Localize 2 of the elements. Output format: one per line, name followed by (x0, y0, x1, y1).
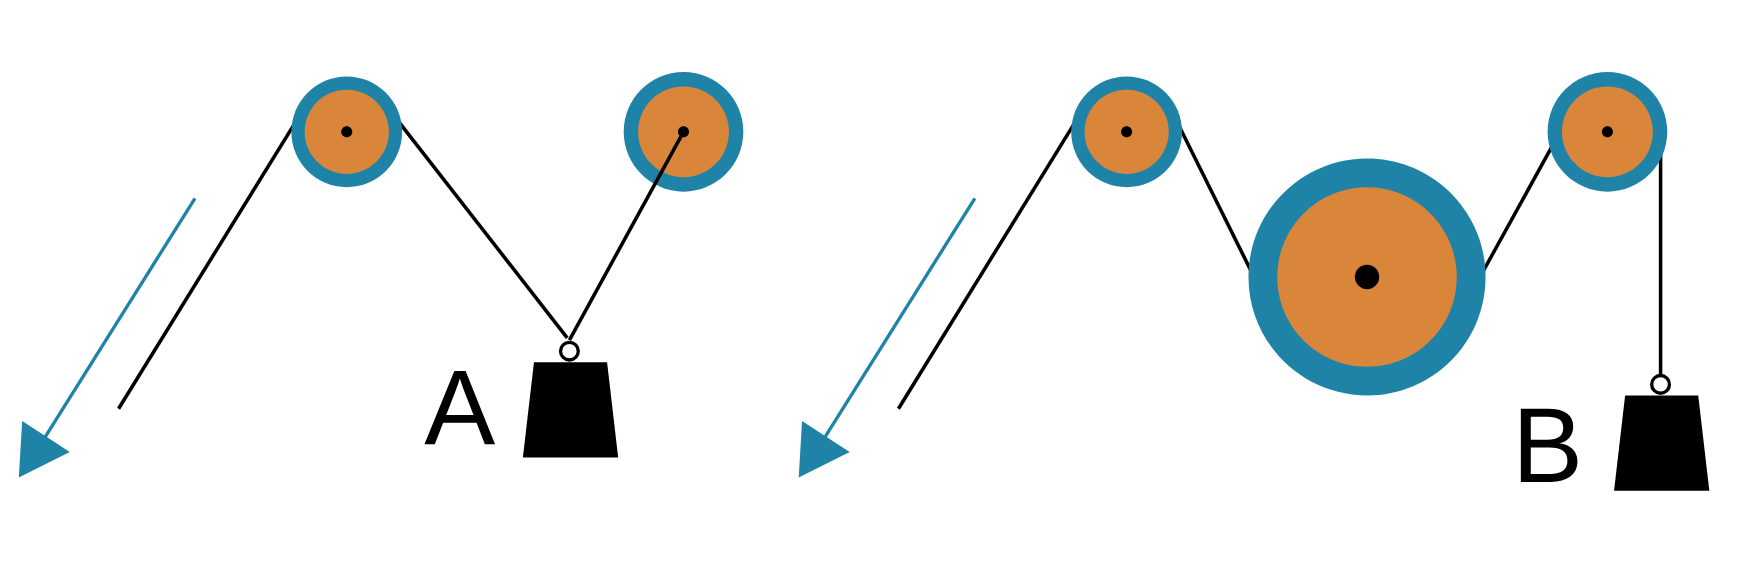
panel-label: A (424, 370, 495, 445)
panel-label: B (1520, 408, 1578, 482)
